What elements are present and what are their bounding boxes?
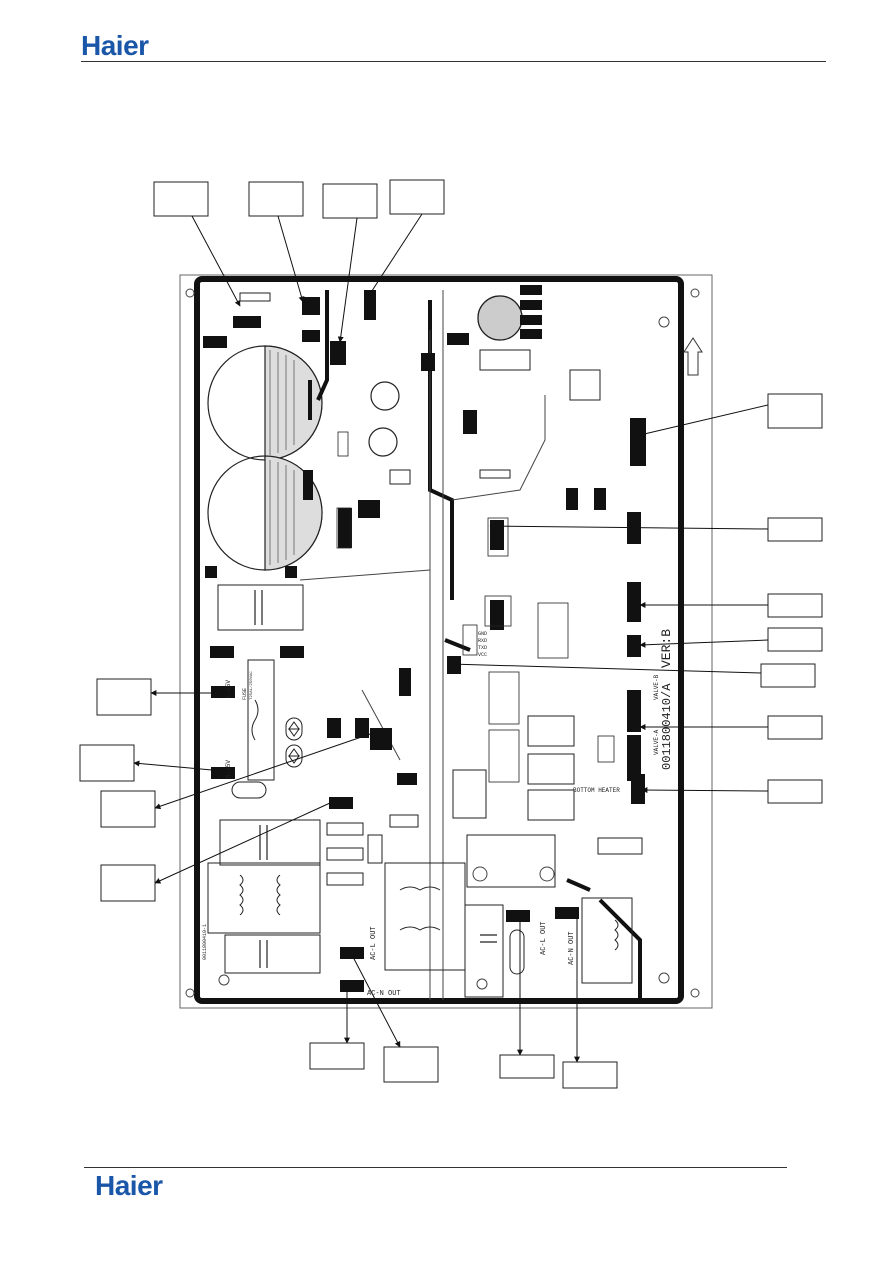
label-ac-n-out-left: AC-N OUT (367, 990, 401, 998)
haier-logo-top: Haier (81, 30, 149, 61)
board-version: VER:B (659, 629, 674, 668)
label-txd: TXD (478, 645, 487, 651)
callout-box-19 (562, 1061, 618, 1089)
haier-logo-bottom: Haier (95, 1170, 163, 1201)
label-valve-a: VALVE-A (653, 729, 660, 755)
callout-box-13 (79, 744, 135, 782)
label-fuse-spec: T25AL/250VAC (249, 671, 254, 700)
board-part-number: 0011800410/A (660, 683, 674, 770)
callout-box-5 (767, 393, 823, 429)
label-l-25v: L-25V (225, 680, 232, 698)
callout-box-2 (248, 181, 304, 217)
callout-box-15 (100, 864, 156, 902)
label-valve-b: VALVE-B (653, 674, 660, 700)
callout-box-8 (767, 627, 823, 652)
board-outline (194, 276, 684, 1004)
callout-box-1 (153, 181, 209, 217)
label-fuse: FUSE (242, 688, 248, 700)
callout-box-10 (767, 715, 823, 740)
label-bottom-heater: BOTTOM HEATER (573, 787, 620, 794)
callout-box-12 (96, 678, 152, 716)
callout-box-9 (760, 663, 816, 688)
callout-box-6 (767, 517, 823, 542)
callout-box-3 (322, 183, 378, 219)
label-gnd: GND (478, 631, 487, 637)
label-vcc: VCC (478, 652, 487, 658)
callout-box-14 (100, 790, 156, 828)
label-ac-l-out-bottom: AC-L OUT (540, 921, 548, 955)
callout-box-4 (389, 179, 445, 215)
label-rxd: RXD (478, 638, 487, 644)
label-n-25v: N-25V (225, 760, 232, 778)
callout-box-7 (767, 593, 823, 618)
callout-box-17 (383, 1046, 439, 1083)
label-ac-l-out-mid: AC-L OUT (370, 926, 378, 960)
label-ac-n-out-bottom: AC-N OUT (568, 931, 576, 965)
footer-rule (84, 1167, 787, 1168)
callout-box-18 (499, 1054, 555, 1079)
callout-box-11 (767, 779, 823, 804)
callout-box-16 (309, 1042, 365, 1070)
board-part-number-vertical: 0011800410-1 (202, 924, 208, 960)
header-rule (81, 61, 826, 62)
